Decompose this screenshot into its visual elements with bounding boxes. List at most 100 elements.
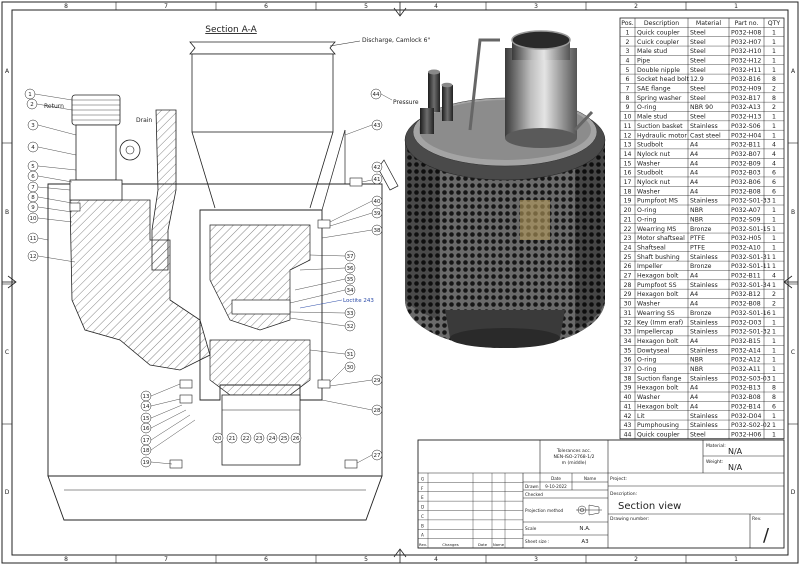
svg-text:26: 26 [293, 436, 300, 442]
bom-cell: A4 [690, 385, 698, 392]
bom-cell: A4 [690, 179, 698, 186]
bom-cell: Studbolt [637, 170, 664, 177]
bom-cell: NBR 90 [690, 104, 713, 111]
callout-19: 19 [140, 456, 173, 468]
drawing-number-label: Drawing number: [610, 516, 649, 522]
bom-cell: 43 [624, 422, 632, 429]
description-label: Description: [610, 491, 637, 497]
pressure-label: Pressure [393, 99, 419, 106]
zone-row: B [5, 209, 9, 216]
bom-cell: 25 [624, 254, 632, 261]
bom-cell: P032-S01-15 [731, 226, 771, 233]
bom-cell: P032-B11 [731, 273, 761, 280]
drawn-date: 9-10-2022 [545, 484, 567, 489]
bom-cell: 4 [772, 151, 776, 158]
bom-cell: P032-B11 [731, 142, 761, 149]
perforated-basket [405, 140, 605, 348]
projection-symbol-icon [576, 504, 602, 516]
bom-cell: Hexagon bolt [637, 403, 679, 410]
bom-cell: Key (Imm eraf) [637, 319, 683, 326]
bom-cell: P032-S06 [731, 123, 761, 130]
bom-cell: Bronze [690, 263, 712, 270]
zone-col: 4 [434, 556, 438, 563]
svg-text:18: 18 [143, 448, 150, 454]
motor-housing [69, 199, 211, 371]
bom-cell: 18 [624, 188, 632, 195]
lifting-handle [468, 38, 500, 131]
bom-cell: 44 [624, 431, 632, 438]
bom-cell: 21 [624, 216, 632, 223]
svg-text:24: 24 [269, 436, 276, 442]
bom-cell: Bronze [690, 226, 712, 233]
rev-header: Name [493, 542, 505, 547]
zone-row: A [791, 68, 796, 75]
bom-cell: 1 [772, 48, 776, 55]
rev-row-label: B [421, 523, 424, 528]
rev-header: Changes [442, 542, 459, 547]
bom-cell: P032-H04 [731, 132, 761, 139]
sheet-size-value: A3 [581, 539, 589, 545]
loctite-label: Loctite 243 [343, 298, 374, 304]
bom-cell: P032-H10 [731, 48, 761, 55]
bom-cell: 1 [772, 338, 776, 345]
shaft [231, 299, 291, 315]
projection-label: Projection method [525, 508, 564, 513]
bom-cell: O-ring [637, 207, 656, 214]
bom-cell: 12.9 [690, 76, 704, 83]
bom-cell: 20 [624, 207, 632, 214]
bom-cell: Stainless [690, 123, 718, 130]
callout-24: 24 [266, 432, 278, 444]
bom-cell: P032-A10 [731, 244, 761, 251]
bom-cell: 6 [772, 188, 776, 195]
bom-cell: A4 [690, 301, 698, 308]
bom-cell: Socket head bolt [637, 76, 690, 83]
svg-text:30: 30 [347, 365, 354, 371]
bom-cell: Studbolt [637, 142, 664, 149]
bom-cell: 24 [624, 244, 632, 251]
zone-col: 8 [64, 3, 68, 10]
bom-cell: 1 [772, 366, 776, 373]
callout-44: 44 [370, 88, 393, 101]
bom-header: Material [696, 20, 721, 27]
bom-cell: 16 [624, 170, 632, 177]
zone-col: 1 [734, 3, 738, 10]
callout-41: 41 [361, 173, 383, 185]
bom-cell: Stainless [690, 375, 718, 382]
section-view: Section A-A Discharge, Camlock 6" Drain [24, 25, 430, 521]
drawn-label: Drawn [525, 484, 539, 489]
bom-cell: P032-B06 [731, 179, 761, 186]
bom-cell: P032-B17 [731, 95, 761, 102]
bom-cell: 2 [626, 39, 630, 46]
svg-text:23: 23 [256, 436, 263, 442]
callout-6: 6 [27, 170, 73, 183]
callout-42: 42 [371, 161, 383, 173]
bom-cell: P032-B03 [731, 170, 761, 177]
bom-cell: 15 [624, 160, 632, 167]
zone-row: B [791, 209, 795, 216]
bom-cell: 26 [624, 263, 632, 270]
bom-cell: Hexagon bolt [637, 338, 679, 345]
bom-cell: 27 [624, 273, 632, 280]
bom-cell: P032-H09 [731, 86, 761, 93]
bom-cell: 23 [624, 235, 632, 242]
svg-text:1: 1 [28, 92, 32, 98]
bom-cell: P032-B13 [731, 385, 761, 392]
bom-cell: 1 [772, 282, 776, 289]
bom-cell: 2 [772, 291, 776, 298]
zone-col: 6 [264, 3, 268, 10]
bom-cell: 1 [772, 216, 776, 223]
hydraulic-fitting-2 [442, 85, 453, 121]
svg-text:5: 5 [31, 164, 35, 170]
bom-cell: P032-D04 [731, 413, 761, 420]
svg-text:32: 32 [347, 324, 354, 330]
